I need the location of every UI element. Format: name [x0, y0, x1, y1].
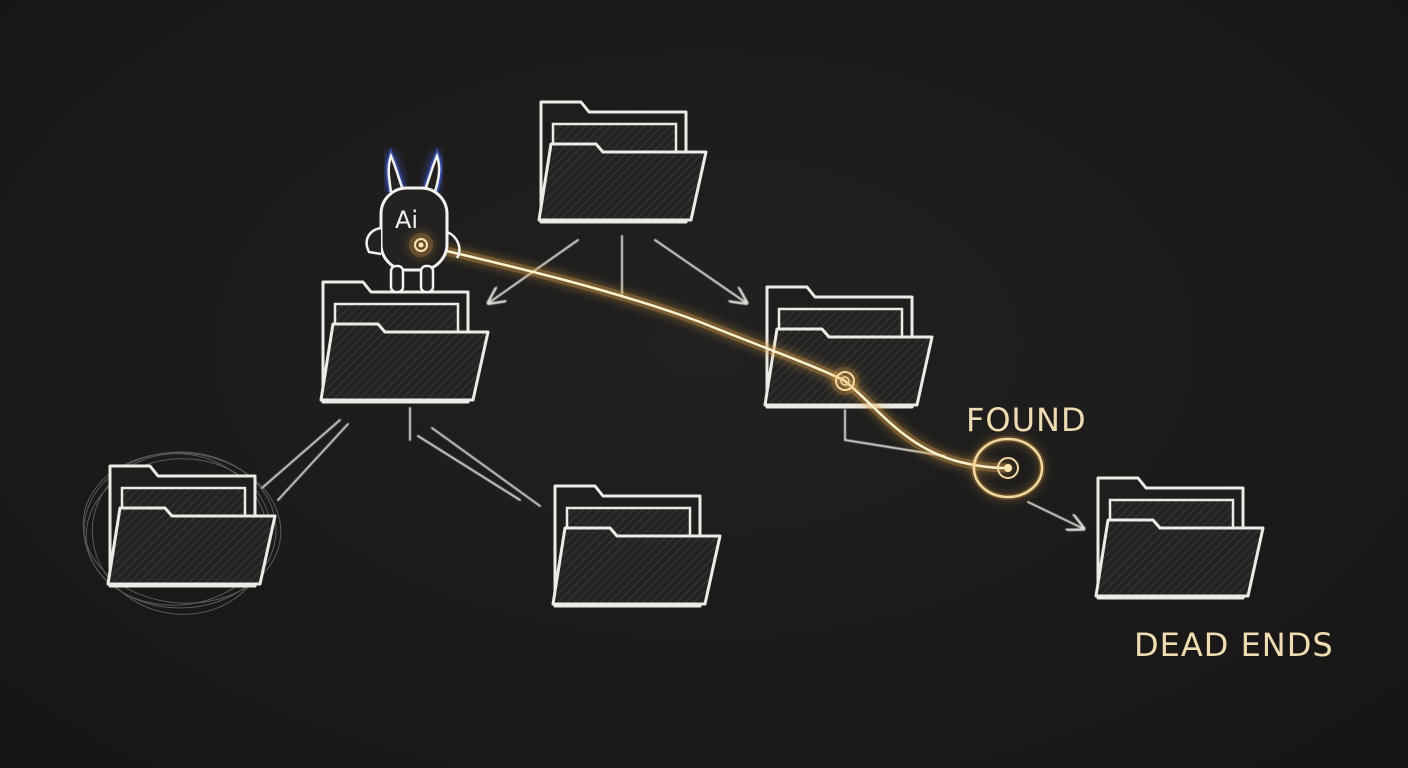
- path-node-midpoint: [831, 367, 859, 395]
- folder-icon-bottom-middle[interactable]: [551, 484, 722, 608]
- folder-icon-root[interactable]: [537, 100, 708, 224]
- path-node-start: [409, 233, 433, 257]
- folder-icon-bottom-left[interactable]: [106, 464, 277, 588]
- connector-left-to-bottomleft: [261, 419, 341, 489]
- connector-right-stem: [844, 409, 946, 457]
- robot-label: Ai: [395, 206, 418, 234]
- search-path: [416, 240, 1013, 473]
- connector-left-to-bottommid-2: [417, 435, 521, 501]
- connectors: [261, 235, 1082, 528]
- dead-ends-label: DEAD ENDS: [1134, 626, 1334, 664]
- found-label: FOUND: [966, 401, 1087, 439]
- connector-found-to-deadend: [1027, 501, 1082, 528]
- folder-icon-dead-end[interactable]: [1094, 476, 1265, 600]
- connector-left-to-bottommid: [431, 427, 541, 507]
- robot-icon[interactable]: Ai: [365, 147, 461, 294]
- connector-left-to-bottomleft-2: [277, 423, 349, 501]
- target-marker-icon: [971, 436, 1045, 500]
- folder-icon-left[interactable]: [319, 280, 490, 404]
- connector-root-to-right: [654, 239, 745, 302]
